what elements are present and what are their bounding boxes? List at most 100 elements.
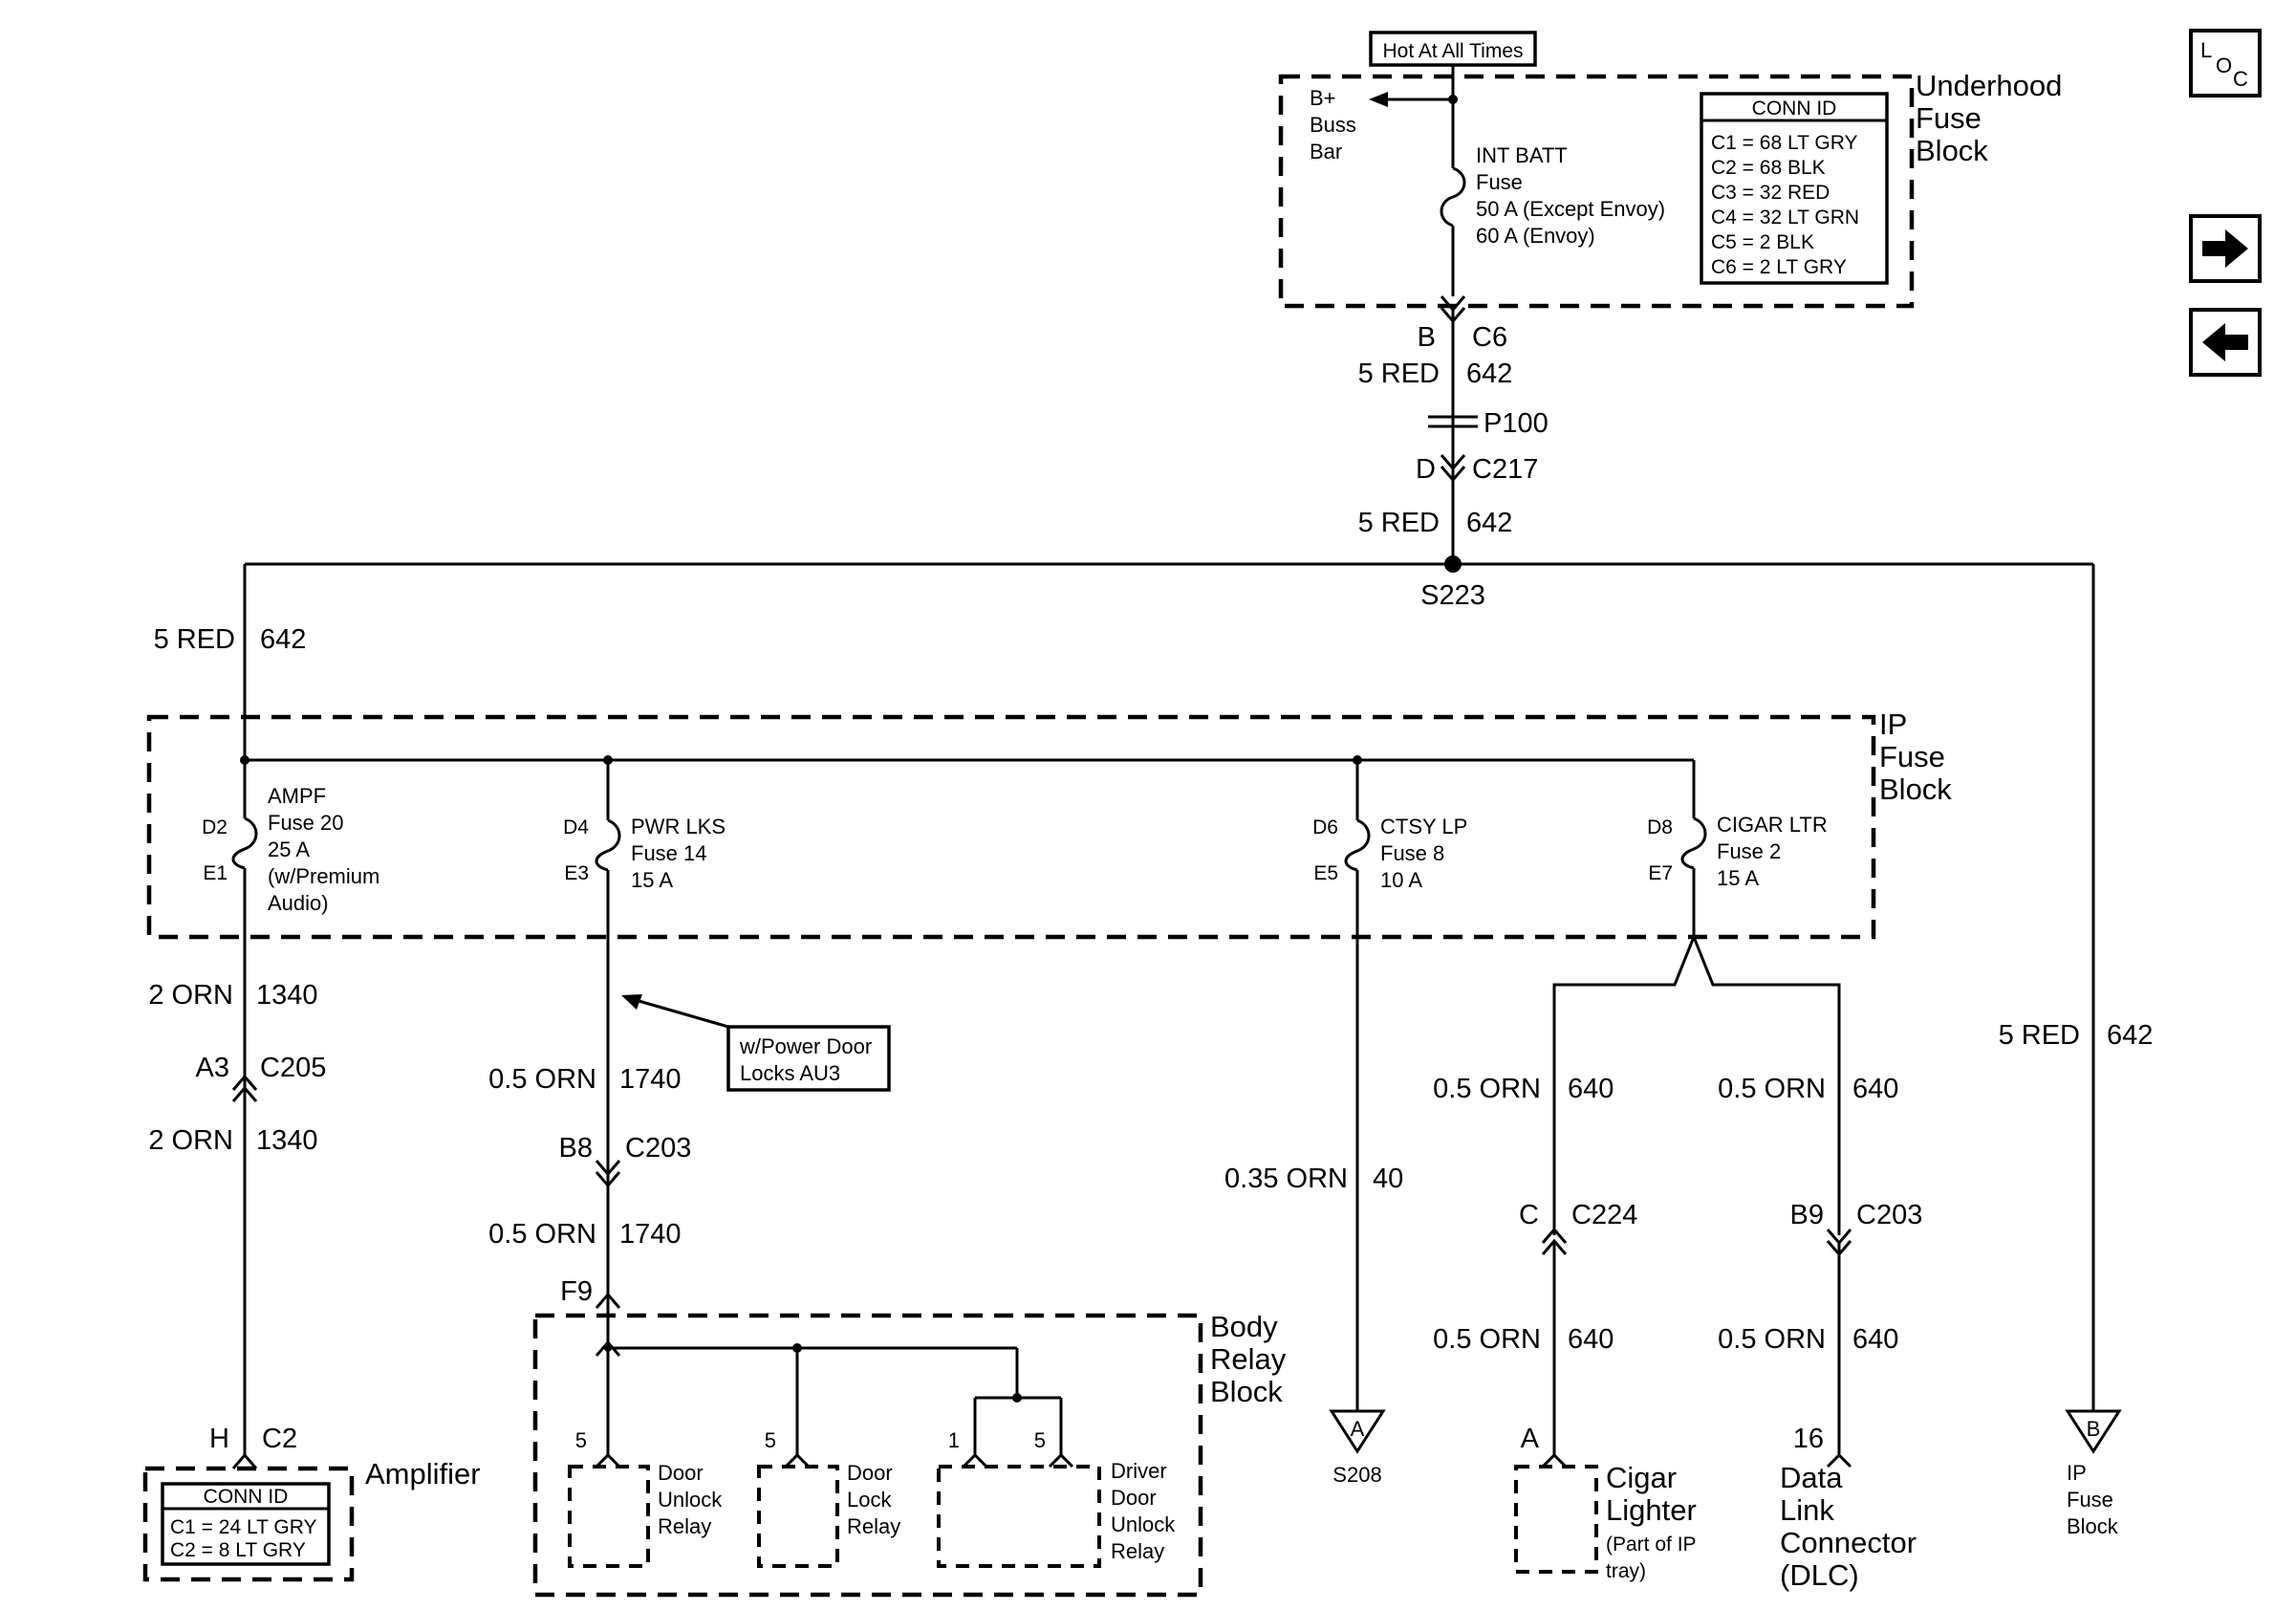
door-unlock-relay-line-1: Door	[658, 1461, 704, 1485]
pin-a3: A3	[196, 1053, 229, 1083]
fuse-pwr-lks: D4 E3 PWR LKS Fuse 14 15 A	[563, 760, 726, 937]
fuse-cigar-ltr-in: D8	[1647, 816, 1673, 838]
courtesy-circuit: 0.35 ORN 40 A S208	[1224, 937, 1403, 1487]
fuse-ctsy-lp-line-3: 10 A	[1380, 868, 1422, 892]
left-feed: 5 RED 642	[154, 564, 306, 760]
lock-wire1-num: 1740	[619, 1064, 682, 1095]
pin-c: C	[1519, 1200, 1539, 1230]
right-feed: 5 RED 642 B IP Fuse Block	[1999, 564, 2153, 1538]
offpage-connector-a	[1329, 1409, 1386, 1454]
next-page-button[interactable]	[2189, 214, 2262, 283]
door-unlock-relay-pin: 5	[575, 1428, 587, 1452]
underhood-conn-id-1: C1 = 68 LT GRY	[1711, 132, 1858, 154]
cigar-left-wire1-num: 640	[1568, 1074, 1614, 1104]
lock-note-2: Locks AU3	[740, 1061, 840, 1085]
cigar-left-wire1-color: 0.5 ORN	[1433, 1074, 1541, 1104]
wire-num-main-2: 642	[1466, 508, 1512, 538]
door-unlock-relay-line-2: Unlock	[658, 1488, 723, 1512]
cigar-dlc-circuit: 0.5 ORN 640 C C224 0.5 ORN 640 A Cigar L…	[1433, 936, 1922, 1592]
splice-s223-label: S223	[1420, 580, 1485, 611]
pin-d: D	[1416, 454, 1436, 485]
right-feed-num: 642	[2107, 1020, 2153, 1051]
right-feed-color: 5 RED	[1999, 1020, 2080, 1051]
offpage-connector-b	[2065, 1409, 2122, 1454]
fuse-pwr-lks-out: E3	[564, 862, 589, 884]
wire-num-main-1: 642	[1466, 359, 1512, 389]
bus-bar-label-1: B+	[1310, 86, 1336, 110]
dlc-wire1-num: 640	[1852, 1074, 1898, 1104]
conn-c217: C217	[1472, 454, 1538, 485]
cigar-lighter-sub-1: (Part of IP	[1606, 1534, 1697, 1556]
door-unlock-relay: 5 Door Unlock Relay	[568, 1428, 723, 1568]
door-lock-relay: 5 Door Lock Relay	[757, 1428, 900, 1568]
door-lock-relay-pin: 5	[765, 1428, 776, 1452]
body-relay-title-1: Body	[1210, 1310, 1278, 1343]
driver-relay-line-4: Relay	[1111, 1539, 1164, 1563]
fuse-cigar-ltr-line-1: CIGAR LTR	[1717, 813, 1828, 837]
int-batt-fuse-label-4: 60 A (Envoy)	[1476, 224, 1595, 248]
fuse-ctsy-lp-out: E5	[1313, 862, 1338, 884]
dlc-wire1-color: 0.5 ORN	[1718, 1074, 1826, 1104]
driver-relay-line-2: Door	[1111, 1486, 1157, 1510]
left-feed-num: 642	[260, 624, 306, 655]
cigar-lighter-line-1: Cigar	[1606, 1461, 1677, 1494]
fuse-pwr-lks-line-1: PWR LKS	[631, 815, 726, 838]
fuse-ampf-line-5: Audio)	[268, 891, 329, 915]
driver-relay-line-3: Unlock	[1111, 1512, 1176, 1536]
underhood-title-2: Fuse	[1916, 101, 1982, 135]
underhood-title-3: Block	[1916, 134, 1988, 167]
dlc-wire2-color: 0.5 ORN	[1718, 1324, 1826, 1355]
underhood-conn-id-6: C6 = 2 LT GRY	[1711, 256, 1847, 278]
underhood-fuse-block: Hot At All Times B+ Buss Bar INT BATT Fu…	[1278, 31, 2062, 309]
lock-conn-c203: C203	[625, 1133, 691, 1164]
cigar-left-wire2-num: 640	[1568, 1324, 1614, 1355]
main-feed: B C6 5 RED 642 P100 D C217 5 RED 642 S22…	[245, 295, 2093, 611]
conn-c2: C2	[262, 1424, 297, 1454]
ip-fuse-title-3: Block	[1879, 772, 1952, 806]
fuse-ampf-in: D2	[202, 816, 227, 838]
amplifier-circuit: 2 ORN 1340 A3 C205 2 ORN 1340 H C2 Ampli…	[142, 937, 481, 1582]
pin-b: B	[1418, 322, 1436, 353]
int-batt-fuse-label-2: Fuse	[1476, 170, 1523, 194]
dlc-line-4: (DLC)	[1780, 1558, 1859, 1592]
amp-wire1-color: 2 ORN	[148, 980, 233, 1011]
fuse-cigar-ltr-line-3: 15 A	[1717, 866, 1759, 890]
fuse-cigar-ltr-out: E7	[1648, 862, 1673, 884]
body-relay-title-2: Relay	[1210, 1342, 1287, 1376]
amp-conn-id-2: C2 = 8 LT GRY	[170, 1539, 306, 1561]
underhood-conn-id-4: C4 = 32 LT GRN	[1711, 207, 1859, 228]
dlc-conn-c203: C203	[1856, 1200, 1922, 1230]
ip-fuse-title-1: IP	[1879, 707, 1907, 741]
conn-c224: C224	[1571, 1200, 1637, 1230]
prev-page-button[interactable]	[2189, 308, 2262, 377]
dlc-line-1: Data	[1780, 1461, 1843, 1494]
fuse-pwr-lks-line-2: Fuse 14	[631, 841, 707, 865]
left-feed-color: 5 RED	[154, 624, 235, 655]
ip-fuse-title-2: Fuse	[1879, 740, 1945, 773]
door-lock-relay-line-3: Relay	[847, 1514, 900, 1538]
int-batt-fuse-label-1: INT BATT	[1476, 143, 1568, 167]
underhood-conn-id-title: CONN ID	[1752, 98, 1837, 120]
pin-b9: B9	[1790, 1200, 1824, 1230]
cigar-left-wire2-color: 0.5 ORN	[1433, 1324, 1541, 1355]
fuse-ampf-line-1: AMPF	[268, 784, 326, 808]
offpage-b-letter: B	[2087, 1417, 2101, 1441]
dlc-line-3: Connector	[1780, 1526, 1917, 1559]
door-lock-relay-line-2: Lock	[847, 1488, 892, 1512]
fuse-ampf-line-4: (w/Premium	[268, 864, 379, 888]
fuse-ctsy-lp-in: D6	[1312, 816, 1338, 838]
underhood-conn-id-2: C2 = 68 BLK	[1711, 157, 1826, 179]
amp-wire2-num: 1340	[256, 1125, 318, 1156]
underhood-conn-id-3: C3 = 32 RED	[1711, 182, 1830, 204]
driver-relay-pin-1: 1	[948, 1428, 960, 1452]
loc-button[interactable]: L O C	[2189, 29, 2262, 98]
conn-c6: C6	[1472, 322, 1507, 353]
power-lock-circuit: w/Power Door Locks AU3 0.5 ORN 1740 B8 C…	[488, 937, 1287, 1598]
fuse-ampf-line-2: Fuse 20	[268, 811, 344, 835]
ip-fuse-dest-1: IP	[2067, 1461, 2087, 1485]
pin-h: H	[209, 1424, 229, 1454]
wire-color-main-1: 5 RED	[1358, 359, 1440, 389]
offpage-a-letter: A	[1351, 1417, 1365, 1441]
amp-conn-id-1: C1 = 24 LT GRY	[170, 1516, 317, 1538]
bus-bar-label-3: Bar	[1310, 140, 1342, 163]
